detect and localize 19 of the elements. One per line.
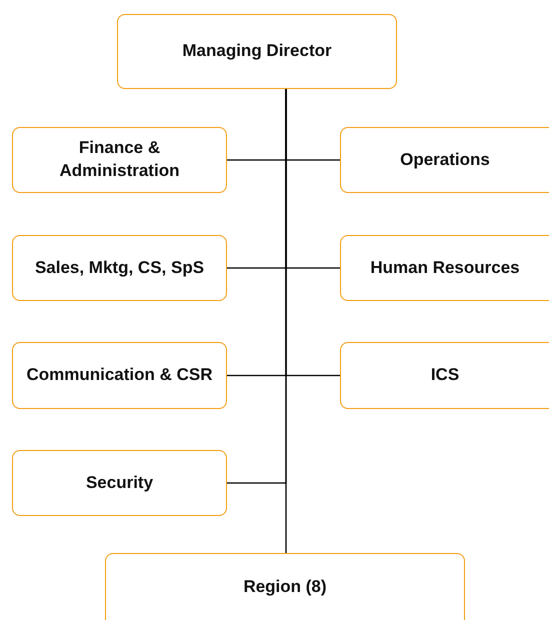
org-unit-box — [12, 127, 227, 193]
org-unit-box — [340, 342, 549, 409]
unit-title: Human Resources — [370, 256, 520, 279]
org-unit-box — [12, 450, 227, 516]
org-unit-box — [105, 553, 465, 620]
org-unit-box — [12, 235, 227, 301]
unit-title: Communication & CSR — [26, 364, 213, 386]
org-unit-box — [12, 342, 227, 409]
org-unit-box — [340, 127, 549, 193]
unit-title: Security — [86, 472, 154, 494]
unit-title: Finance & Administration — [58, 137, 180, 182]
connector-line — [285, 89, 287, 553]
unit-title: Operations — [400, 148, 490, 171]
org-unit-box — [117, 14, 397, 89]
unit-title: ICS — [430, 364, 460, 386]
unit-title: Sales, Mktg, CS, SpS — [34, 256, 204, 279]
unit-title: Region (8) — [243, 576, 327, 598]
unit-title: Managing Director — [182, 40, 332, 62]
org-unit-box — [340, 235, 549, 301]
